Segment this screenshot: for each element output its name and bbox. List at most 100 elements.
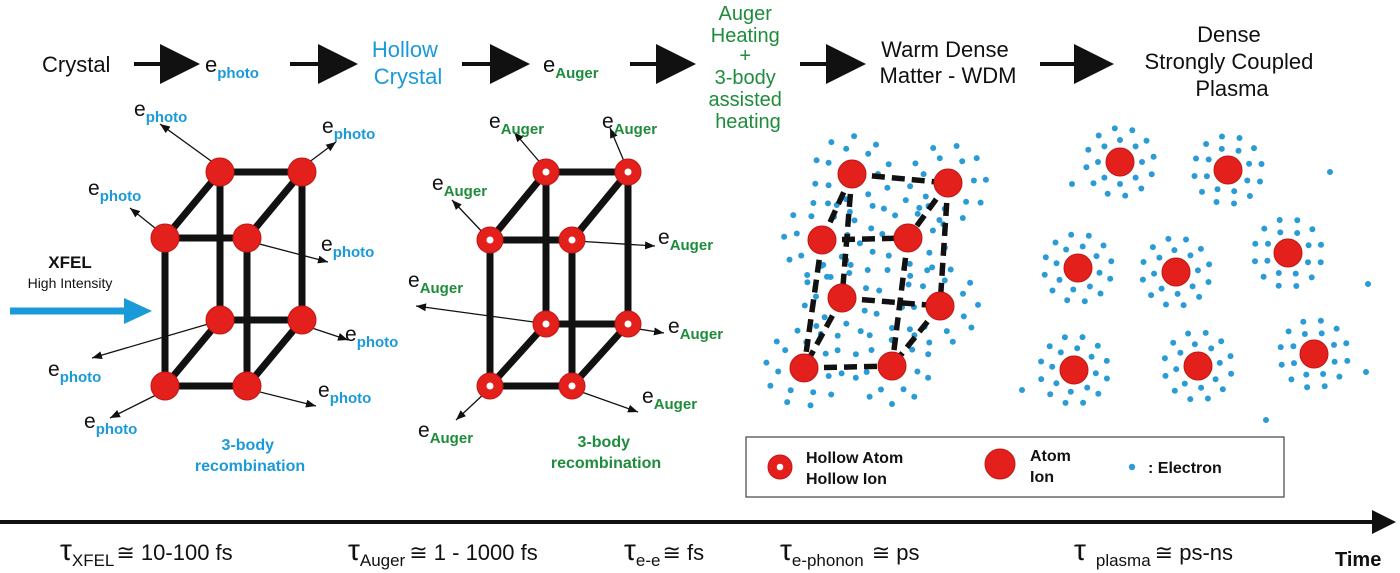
electron-dot xyxy=(1236,135,1243,141)
electron-dot xyxy=(1100,242,1107,249)
electron-dot xyxy=(813,157,820,164)
ephoto-label: ephoto xyxy=(88,177,141,205)
electron-dot xyxy=(1067,388,1074,395)
legend-atom-label: Atom Ion xyxy=(1030,448,1075,486)
electron-dot xyxy=(1095,132,1102,139)
electron-dot xyxy=(808,213,815,220)
electron-dot xyxy=(1079,334,1086,341)
electron-dot xyxy=(911,393,918,400)
electron-dot xyxy=(926,339,933,346)
electron-dot xyxy=(1216,359,1223,366)
stage-e-auger: eAuger xyxy=(543,52,599,82)
electron-dot xyxy=(1198,384,1205,391)
electron-dot xyxy=(1219,386,1226,393)
recombination-label-auger: 3-body recombination xyxy=(551,434,661,472)
electron-dot xyxy=(967,279,974,286)
eauger-label: eAuger xyxy=(658,226,713,254)
electron-dot xyxy=(1189,283,1196,290)
electron-dot xyxy=(1199,188,1205,195)
electron-dot xyxy=(804,272,811,278)
electron-dot xyxy=(1149,244,1156,251)
electron-dot xyxy=(804,279,811,286)
electron-dot xyxy=(902,197,909,204)
electron-dot xyxy=(1213,199,1220,205)
electron-dot xyxy=(1151,270,1158,277)
electron-dot xyxy=(1344,357,1351,364)
electron-dot xyxy=(1202,329,1209,336)
electron-dot xyxy=(1196,293,1203,300)
electron-dot xyxy=(1203,173,1210,180)
electron-dot xyxy=(873,310,880,317)
electron-dot xyxy=(1285,328,1292,335)
stage-crystal: Crystal xyxy=(42,52,110,77)
electron-dot xyxy=(1205,156,1212,163)
electron-dot xyxy=(1265,240,1271,247)
electron-dot xyxy=(960,290,966,297)
electron-dot xyxy=(1343,340,1350,347)
electron-dot xyxy=(1231,200,1237,207)
stage-auger-heating: Auger Heating + 3-body assisted heating xyxy=(709,3,788,133)
electron-dot xyxy=(1293,283,1300,289)
legend: Hollow Atom Hollow Ion Atom Ion : Electr… xyxy=(745,436,1285,498)
electron-dot xyxy=(865,191,872,198)
electron-dot xyxy=(1258,161,1265,167)
electron-dot xyxy=(825,182,832,189)
electron-dot xyxy=(1318,330,1325,337)
electron-dot xyxy=(1061,334,1068,341)
electron-dot xyxy=(943,328,950,335)
electron-dot xyxy=(1132,143,1139,150)
electron-dot xyxy=(925,351,932,358)
stage-e-photo: ephoto xyxy=(205,52,259,82)
electron-dot xyxy=(1041,271,1048,278)
ephoto-label: ephoto xyxy=(322,115,375,143)
electron-dot xyxy=(1231,188,1238,195)
electron-dot xyxy=(868,225,875,232)
electron-dot xyxy=(825,159,832,166)
electron-dot xyxy=(1053,260,1060,267)
electron-dot xyxy=(1187,252,1194,259)
timescale-xfel: τXFEL≅ 10-100 fs xyxy=(60,534,233,570)
electron-dot xyxy=(916,204,923,211)
xfel-beam: XFEL High Intensity xyxy=(10,253,152,324)
electron-dot xyxy=(1117,137,1123,143)
electron-dot xyxy=(1088,353,1095,360)
electron-dot xyxy=(784,399,791,406)
electron-dot xyxy=(1094,342,1101,349)
electron-dot xyxy=(1140,259,1147,265)
electron-dot xyxy=(1085,232,1092,239)
electron-dot xyxy=(1246,193,1253,199)
electron-dot xyxy=(847,261,854,268)
electron-dot xyxy=(949,338,956,345)
electron-dot xyxy=(1294,217,1301,224)
electron-dot xyxy=(900,386,907,393)
electron-dot xyxy=(1049,363,1056,370)
electron-dot xyxy=(1046,343,1053,350)
electron-dot xyxy=(929,264,936,271)
electron-dot xyxy=(884,267,891,273)
electron-dot xyxy=(810,389,817,396)
electron-dot xyxy=(1038,376,1045,383)
wdm-lattice xyxy=(763,133,989,409)
electron-dot xyxy=(864,267,871,273)
crystal-photo: ephoto ephoto ephoto ephoto ephoto ephot… xyxy=(48,98,398,475)
electron-dot xyxy=(851,133,858,140)
electron-dot xyxy=(1183,236,1189,243)
electron-dot xyxy=(1104,190,1111,197)
electron-dot xyxy=(1148,171,1155,178)
electron-dot xyxy=(1068,231,1075,238)
electron-dot xyxy=(947,266,954,273)
electron-dot xyxy=(907,183,914,190)
xfel-title: XFEL xyxy=(48,253,91,272)
electron-dot xyxy=(1097,290,1104,297)
stage-hollow-crystal: Hollow Crystal xyxy=(372,37,444,89)
electron-dot xyxy=(1095,159,1101,165)
electron-dot xyxy=(793,230,800,237)
electron-dot xyxy=(1278,361,1285,368)
electron-dot xyxy=(1300,318,1307,325)
electron-dot xyxy=(914,210,921,217)
electron-dot xyxy=(763,359,770,366)
electron-dot xyxy=(1117,181,1123,187)
electron-dot xyxy=(970,177,977,184)
electron-dot xyxy=(885,161,892,168)
electron-dot xyxy=(953,143,960,149)
